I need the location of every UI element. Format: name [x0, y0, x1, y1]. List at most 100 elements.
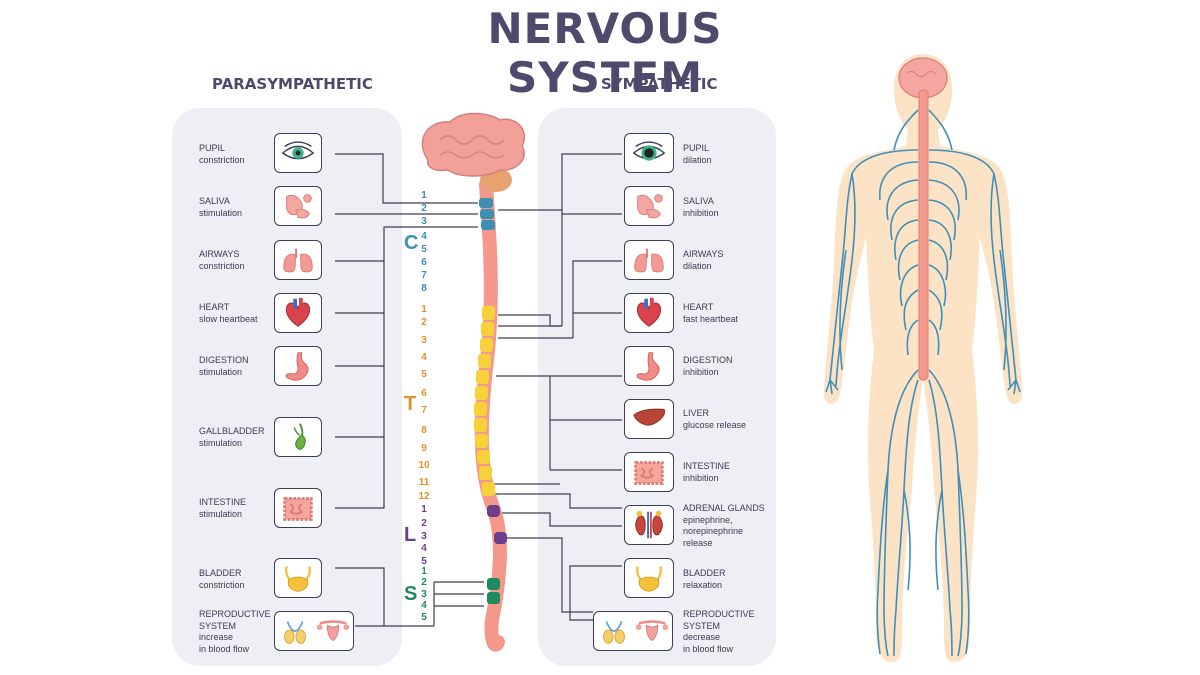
sacral-segment-number: 4 — [421, 600, 427, 611]
thoracic-segment-number: 8 — [421, 425, 427, 436]
label-title: BLADDER — [683, 568, 726, 578]
label-detail: in blood flow — [199, 643, 250, 654]
cervical-segments — [479, 198, 495, 230]
eye-icon — [624, 133, 674, 173]
label-detail: dilation — [683, 154, 712, 165]
label-detail: norepinephrine — [683, 526, 744, 536]
label-detail: stimulation — [199, 366, 243, 377]
lumbar-segment-number: 4 — [421, 543, 427, 554]
label-detail: constriction — [199, 154, 245, 165]
label-title: HEART — [199, 302, 230, 312]
sacral-segment-number: 5 — [421, 612, 427, 623]
heart-icon — [624, 293, 674, 333]
stomach-icon — [274, 346, 322, 386]
lumbar-segment-number: 5 — [421, 556, 427, 567]
lumbar-segment-number: 1 — [421, 504, 427, 515]
thoracic-segment-number: 5 — [421, 369, 427, 380]
cervical-segment-number: 3 — [421, 216, 427, 227]
cervical-region-letter: C — [404, 232, 419, 254]
cervical-segment-number: 2 — [421, 203, 427, 214]
thoracic-segment-number: 6 — [421, 388, 427, 399]
thoracic-segment-number: 2 — [421, 317, 427, 328]
lungs-icon — [274, 240, 322, 280]
label-title: SYSTEM — [683, 620, 721, 631]
cervical-segment-number: 8 — [421, 283, 427, 294]
label-title: SALIVA — [199, 196, 230, 206]
intestine-icon — [274, 488, 322, 528]
cervical-segment-number: 6 — [421, 257, 427, 268]
thoracic-segment-number: 4 — [421, 352, 427, 363]
label-detail: decrease — [683, 632, 721, 642]
label-detail: stimulation — [199, 508, 243, 519]
label-title: REPRODUCTIVE — [683, 609, 755, 619]
label-detail: dilation — [683, 260, 712, 271]
thoracic-segment-number: 3 — [421, 335, 427, 346]
spinal-cord — [474, 178, 507, 652]
page-title: NERVOUS SYSTEM — [487, 4, 723, 102]
salivary-gland-icon — [624, 186, 674, 226]
thoracic-segment-number: 11 — [418, 477, 430, 488]
label-title: INTESTINE — [683, 461, 731, 471]
label-title: AIRWAYS — [683, 249, 724, 259]
reproductive-organs-icon — [593, 611, 673, 651]
thoracic-segments — [474, 306, 495, 496]
bladder-icon — [274, 558, 322, 598]
label-detail: release — [683, 537, 713, 548]
label-title: INTESTINE — [199, 497, 247, 507]
label-title: BLADDER — [199, 568, 242, 578]
salivary-gland-icon — [274, 186, 322, 226]
brain — [421, 112, 525, 177]
label-detail: increase — [199, 632, 234, 642]
label-title: LIVER — [683, 408, 710, 418]
reproductive-organs-icon — [274, 611, 354, 651]
gallbladder-icon — [274, 417, 322, 457]
thoracic-segment-number: 7 — [421, 405, 427, 416]
label-detail: constriction — [199, 579, 245, 590]
sacral-segment-number: 2 — [421, 577, 427, 588]
eye-icon — [274, 133, 322, 173]
label-title: HEART — [683, 302, 714, 312]
cervical-segment-number: 7 — [421, 270, 427, 281]
sacral-segment-number: 3 — [421, 589, 427, 600]
lumbar-segment-number: 3 — [421, 531, 427, 542]
kidneys-icon — [624, 505, 674, 545]
label-detail: glucose release — [683, 419, 747, 430]
label-detail: inhibition — [683, 366, 719, 377]
label-title: DIGESTION — [683, 355, 733, 365]
label-detail: relaxation — [683, 579, 723, 590]
label-title: ADRENAL GLANDS — [683, 503, 765, 513]
intestine-icon — [624, 452, 674, 492]
label-title: SALIVA — [683, 196, 714, 206]
label-detail: inhibition — [683, 472, 719, 483]
label-detail: stimulation — [199, 207, 243, 218]
heart-icon — [274, 293, 322, 333]
label-title: SYSTEM — [199, 620, 237, 631]
parasympathetic-heading: PARASYMPATHETIC — [212, 75, 373, 93]
label-detail: epinephrine, — [683, 514, 733, 525]
sacral-segment-number: 1 — [421, 566, 427, 577]
label-title: PUPIL — [199, 143, 226, 153]
bladder-icon — [624, 558, 674, 598]
label-title: DIGESTION — [199, 355, 249, 365]
sacral-segments — [487, 578, 500, 604]
label-title: PUPIL — [683, 143, 710, 153]
human-body-nerve-figure — [823, 54, 1023, 662]
label-title: REPRODUCTIVE — [199, 609, 271, 619]
label-detail: inhibition — [683, 207, 719, 218]
liver-icon — [624, 399, 674, 439]
lumbar-segments — [487, 505, 507, 544]
peripheral-nerves — [825, 109, 1021, 657]
label-detail: in blood flow — [683, 643, 734, 654]
stomach-icon — [624, 346, 674, 386]
thoracic-region-letter: T — [404, 393, 417, 415]
label-title: AIRWAYS — [199, 249, 240, 259]
thoracic-segment-number: 9 — [421, 443, 427, 454]
cervical-segment-number: 1 — [421, 190, 427, 201]
thoracic-segment-number: 1 — [421, 304, 427, 315]
label-detail: stimulation — [199, 437, 243, 448]
sympathetic-heading: SYMPATHETIC — [601, 75, 718, 93]
thoracic-segment-number: 10 — [418, 460, 430, 471]
lumbar-region-letter: L — [404, 524, 417, 546]
